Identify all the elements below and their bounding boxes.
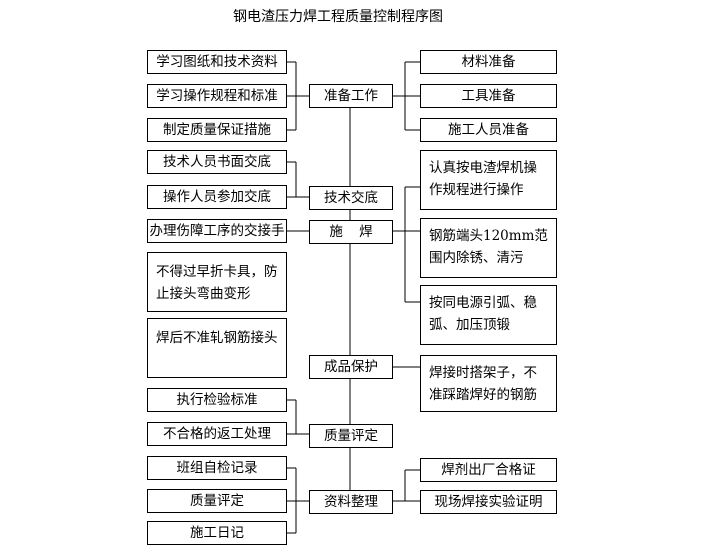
right-scaffold: 焊接时搭架子，不准踩踏焊好的钢筋 [420,355,557,412]
left-study-procedures: 学习操作规程和标准 [147,84,287,108]
box-label: 操作人员参加交底 [163,189,271,205]
step-product-protection: 成品保护 [309,355,393,379]
step-label: 施焊 [329,224,389,240]
box-label: 工具准备 [461,88,516,104]
step-quality-evaluation: 质量评定 [309,424,393,448]
left-inspection-standard: 执行检验标准 [147,388,287,412]
box-label: 现场焊接实验证明 [434,494,543,510]
box-label: 材料准备 [461,54,516,70]
box-label: 钢筋端头120mm范围内除锈、清污 [429,228,548,266]
left-quality-eval: 质量评定 [147,489,287,513]
box-label: 制定质量保证措施 [163,122,271,138]
step-label: 准备工作 [324,88,378,104]
right-tools: 工具准备 [420,84,557,108]
left-study-drawings: 学习图纸和技术资料 [147,50,287,74]
box-label: 执行检验标准 [176,392,258,408]
box-label: 质量评定 [190,493,244,509]
box-label: 办理伤障工序的交接手 [149,223,285,239]
box-label: 焊接时搭架子，不准踩踏焊好的钢筋 [429,365,537,403]
step-welding: 施焊 [309,220,393,244]
left-handover: 办理伤障工序的交接手 [147,219,287,243]
left-self-check: 班组自检记录 [147,456,287,480]
right-personnel: 施工人员准备 [420,118,557,142]
right-weld-test: 现场焊接实验证明 [420,490,557,514]
left-quality-measures: 制定质量保证措施 [147,118,287,142]
box-label: 按同电源引弧、稳弧、加压顶锻 [429,295,537,333]
box-label: 学习操作规程和标准 [156,88,278,104]
box-label: 不合格的返工处理 [163,426,271,442]
step-documentation: 资料整理 [309,490,393,514]
right-flux-certificate: 焊剂出厂合格证 [420,458,557,482]
left-operator-briefing: 操作人员参加交底 [147,185,287,209]
box-label: 班组自检记录 [176,460,258,476]
left-written-briefing: 技术人员书面交底 [147,150,287,174]
right-operate-machine: 认真按电渣焊机操作规程进行操作 [420,150,557,210]
step-technical-briefing: 技术交底 [309,186,393,210]
left-rework: 不合格的返工处理 [147,422,287,446]
right-derust: 钢筋端头120mm范围内除锈、清污 [420,218,557,278]
left-no-early-removal: 不得过早折卡具，防止接头弯曲变形 [147,252,287,312]
left-construction-log: 施工日记 [147,521,287,545]
box-label: 焊剂出厂合格证 [441,462,536,478]
step-label: 资料整理 [324,494,378,510]
right-materials: 材料准备 [420,50,557,74]
diagram-title: 钢电渣压力焊工程质量控制程序图 [233,9,443,25]
box-label: 学习图纸和技术资料 [156,54,278,70]
left-no-rolling: 焊后不准轧钢筋接头 [147,318,287,378]
step-label: 质量评定 [324,428,378,444]
step-label: 技术交底 [324,190,378,206]
box-label: 技术人员书面交底 [163,154,271,170]
box-label: 焊后不准轧钢筋接头 [156,330,278,346]
box-label: 施工日记 [190,525,244,541]
box-label: 施工人员准备 [448,122,529,138]
box-label: 不得过早折卡具，防止接头弯曲变形 [156,264,278,302]
step-label: 成品保护 [324,359,378,375]
box-label: 认真按电渣焊机操作规程进行操作 [429,160,537,198]
step-preparation: 准备工作 [309,84,393,108]
right-arc-procedure: 按同电源引弧、稳弧、加压顶锻 [420,285,557,345]
